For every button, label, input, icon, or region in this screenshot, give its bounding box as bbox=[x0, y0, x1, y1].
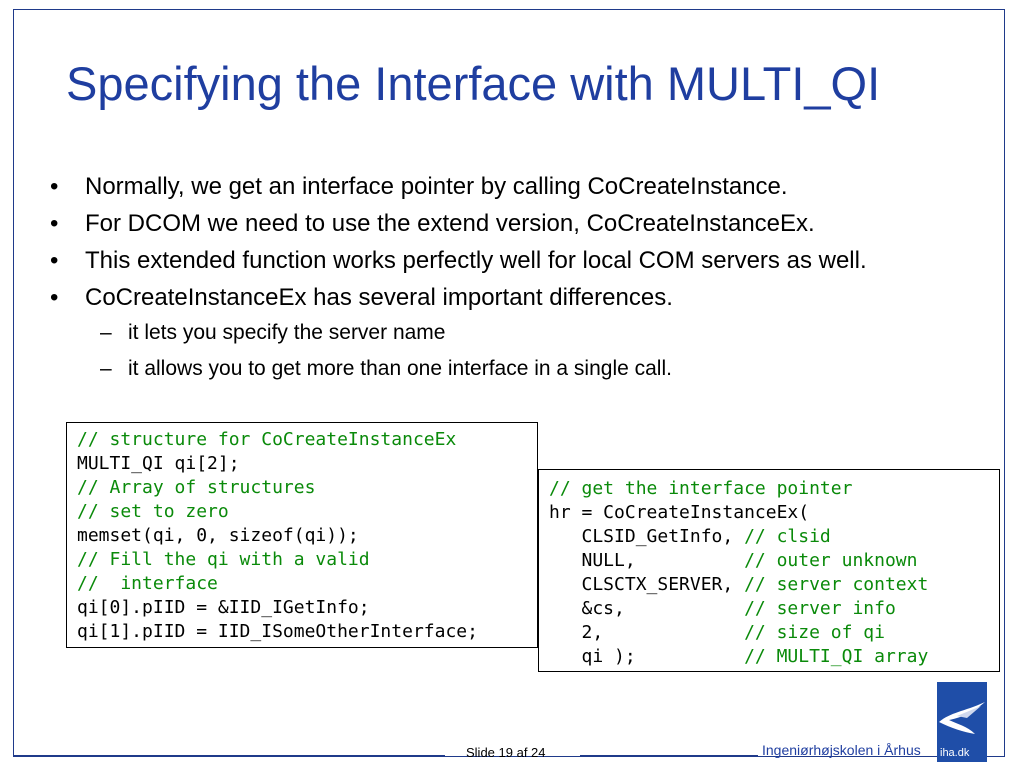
code-comment: // server context bbox=[744, 574, 929, 595]
code-line: qi ); // MULTI_QI array bbox=[549, 645, 999, 669]
slide-title: Specifying the Interface with MULTI_QI bbox=[66, 57, 881, 110]
code-line: 2, // size of qi bbox=[549, 621, 999, 645]
bullet-marker: • bbox=[50, 210, 59, 237]
code-text: &cs, bbox=[549, 598, 745, 619]
code-line: // Array of structures bbox=[77, 477, 316, 498]
code-line: NULL, // outer unknown bbox=[549, 549, 999, 573]
code-text: hr = CoCreateInstanceEx( bbox=[549, 502, 810, 523]
code-line: // set to zero bbox=[77, 501, 229, 522]
bullet-text: For DCOM we need to use the extend versi… bbox=[85, 210, 815, 237]
code-text: CLSID_GetInfo, bbox=[549, 526, 745, 547]
sub-bullet-item: – it lets you specify the server name bbox=[50, 320, 980, 346]
code-comment: // MULTI_QI array bbox=[744, 646, 929, 667]
bullet-marker: • bbox=[50, 247, 59, 274]
bird-icon bbox=[939, 702, 985, 734]
sub-bullet-text: it allows you to get more than one inter… bbox=[128, 357, 672, 380]
bullet-item: • This extended function works perfectly… bbox=[50, 246, 980, 275]
logo-text: iha.dk bbox=[940, 747, 970, 759]
code-line: MULTI_QI qi[2]; bbox=[77, 453, 240, 474]
bullet-item: • CoCreateInstanceEx has several importa… bbox=[50, 283, 980, 312]
code-line: CLSCTX_SERVER, // server context bbox=[549, 573, 999, 597]
code-comment: // outer unknown bbox=[744, 550, 918, 571]
code-comment: // size of qi bbox=[744, 622, 885, 643]
bullet-marker: • bbox=[50, 173, 59, 200]
slide-number: Slide 19 af 24 bbox=[466, 745, 546, 760]
code-block-cocreateinstanceex: // get the interface pointer hr = CoCreat… bbox=[538, 469, 1000, 672]
bullet-list: • Normally, we get an interface pointer … bbox=[50, 172, 980, 392]
code-line: qi[0].pIID = &IID_IGetInfo; bbox=[77, 597, 370, 618]
code-comment: // get the interface pointer bbox=[549, 478, 853, 499]
school-name: Ingeniørhøjskolen i Århus bbox=[762, 742, 921, 758]
code-line: hr = CoCreateInstanceEx( bbox=[549, 501, 999, 525]
slide-frame bbox=[13, 9, 1005, 757]
code-line: // structure for CoCreateInstanceEx bbox=[77, 429, 457, 450]
code-line: CLSID_GetInfo, // clsid bbox=[549, 525, 999, 549]
sub-bullet-marker: – bbox=[100, 357, 112, 380]
footer-divider-left bbox=[13, 755, 445, 756]
code-text: CLSCTX_SERVER, bbox=[549, 574, 745, 595]
code-comment: // server info bbox=[744, 598, 896, 619]
code-line: qi[1].pIID = IID_ISomeOtherInterface; bbox=[77, 621, 478, 642]
footer-divider-right bbox=[580, 755, 758, 756]
sub-bullet-marker: – bbox=[100, 321, 112, 344]
bullet-text: Normally, we get an interface pointer by… bbox=[85, 173, 788, 200]
bullet-marker: • bbox=[50, 284, 59, 311]
code-line: // interface bbox=[77, 573, 218, 594]
sub-bullet-item: – it allows you to get more than one int… bbox=[50, 356, 980, 382]
code-line: // Fill the qi with a valid bbox=[77, 549, 370, 570]
bullet-text: CoCreateInstanceEx has several important… bbox=[85, 284, 673, 311]
code-text: NULL, bbox=[549, 550, 745, 571]
bullet-text: This extended function works perfectly w… bbox=[85, 247, 867, 274]
iha-logo bbox=[937, 682, 987, 762]
code-comment: // clsid bbox=[744, 526, 831, 547]
code-line: &cs, // server info bbox=[549, 597, 999, 621]
sub-bullet-text: it lets you specify the server name bbox=[128, 321, 446, 344]
bullet-item: • For DCOM we need to use the extend ver… bbox=[50, 209, 980, 238]
bullet-item: • Normally, we get an interface pointer … bbox=[50, 172, 980, 201]
code-text: 2, bbox=[549, 622, 745, 643]
code-line: // get the interface pointer bbox=[549, 477, 999, 501]
code-text: qi ); bbox=[549, 646, 745, 667]
code-line: memset(qi, 0, sizeof(qi)); bbox=[77, 525, 359, 546]
